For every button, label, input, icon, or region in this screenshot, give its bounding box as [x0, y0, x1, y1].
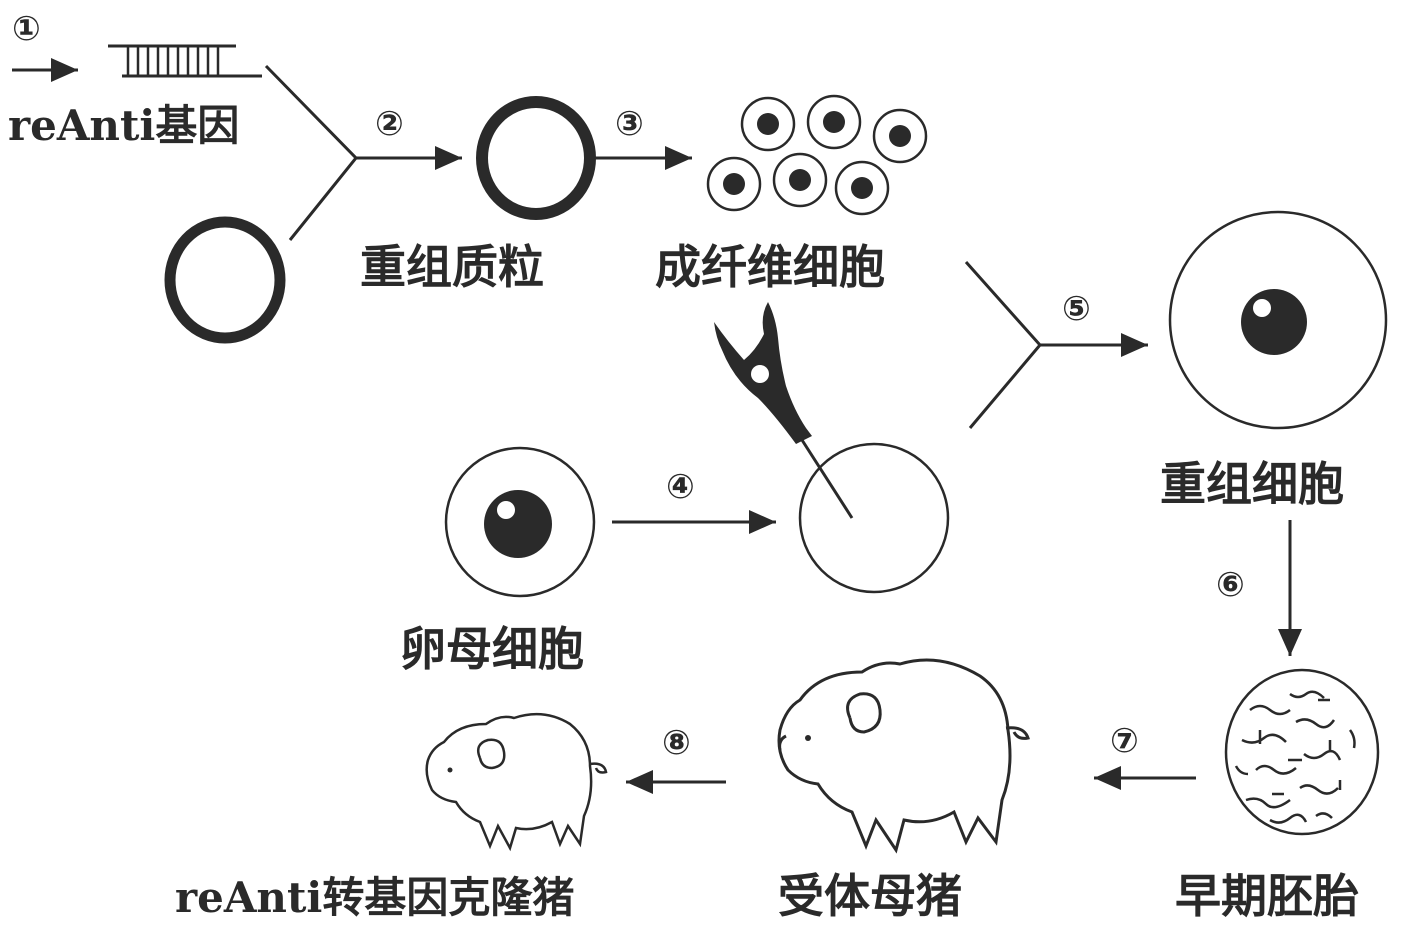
merge-lines-2: [964, 261, 1042, 429]
enucleated-oocyte-icon: [798, 442, 950, 594]
step-3-number: ③: [615, 104, 644, 144]
step-5-number: ⑤: [1062, 289, 1091, 329]
fibroblast-cells-icon: [706, 94, 928, 216]
transgenic-cloned-pig-icon: [425, 712, 608, 852]
recombinant-cell-icon: [1168, 210, 1388, 430]
step-7-number: ⑦: [1110, 721, 1139, 761]
vector-plasmid-icon: [164, 216, 286, 344]
micropipette-icon: [714, 302, 854, 519]
recombinant-cell-label: 重组细胞: [1160, 457, 1344, 511]
gene-label: reAnti基因: [8, 101, 239, 150]
step-6-number: ⑥: [1216, 565, 1245, 605]
early-embryo-icon: [1224, 668, 1380, 836]
recombinant-plasmid-icon: [476, 96, 596, 220]
step-2-number: ②: [375, 104, 404, 144]
step-8-number: ⑧: [662, 723, 691, 763]
merge-lines-1: [264, 64, 359, 241]
oocyte-icon: [444, 446, 596, 598]
step-4-number: ④: [666, 467, 695, 507]
oocyte-label: 卵母细胞: [400, 622, 584, 676]
recipient-sow-icon: [777, 658, 1030, 854]
early-embryo-label: 早期胚胎: [1175, 869, 1359, 923]
dna-gene-icon: [108, 44, 262, 78]
transgenic-pig-label: reAnti转基因克隆猪: [175, 873, 574, 922]
fibroblast-label: 成纤维细胞: [655, 240, 885, 294]
recipient-sow-label: 受体母猪: [778, 869, 962, 923]
step-1-number: ①: [12, 9, 41, 49]
recombinant-plasmid-label: 重组质粒: [360, 240, 544, 294]
